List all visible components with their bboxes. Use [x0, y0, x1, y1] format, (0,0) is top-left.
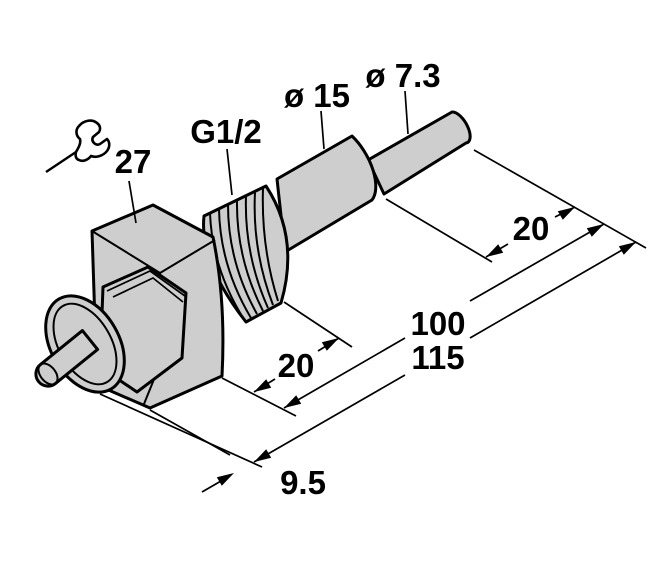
- extension-line-front-face: [99, 393, 263, 468]
- extension-line-thread-end: [283, 301, 353, 348]
- leader-lines: [128, 90, 409, 224]
- tube-diameter-label: ø 15: [284, 77, 350, 114]
- wrench-icon: [45, 119, 111, 173]
- sensor-body: [34, 110, 472, 410]
- process-tube: [275, 134, 378, 254]
- probe-tip: [366, 110, 472, 196]
- probe-length-label: 20: [513, 210, 550, 247]
- leader-thread-spec: [226, 148, 233, 196]
- front-offset-label: 9.5: [280, 464, 326, 501]
- wrench-size-label: 27: [115, 143, 152, 180]
- thread-label: G1/2: [190, 113, 262, 150]
- front-collar-rings: [106, 270, 186, 303]
- extension-line-hex-front: [149, 409, 231, 456]
- length-100-label: 100: [410, 305, 465, 342]
- extension-lines: [99, 149, 647, 468]
- dimension-arrowheads: [216, 207, 636, 486]
- extension-line-probe-tip: [473, 149, 647, 249]
- leader-probe-diameter: [404, 90, 409, 135]
- length-115-label: 115: [411, 339, 464, 376]
- extension-line-thread-start: [221, 377, 297, 417]
- extension-line-probe-base: [385, 198, 493, 263]
- thread-length-label: 20: [278, 347, 315, 384]
- thread-ridges: [209, 187, 279, 322]
- leader-wrench-size: [128, 180, 137, 224]
- leader-tube-diameter: [320, 110, 325, 150]
- probe-diameter-label: ø 7.3: [365, 57, 440, 94]
- cable-end-face: [37, 362, 59, 386]
